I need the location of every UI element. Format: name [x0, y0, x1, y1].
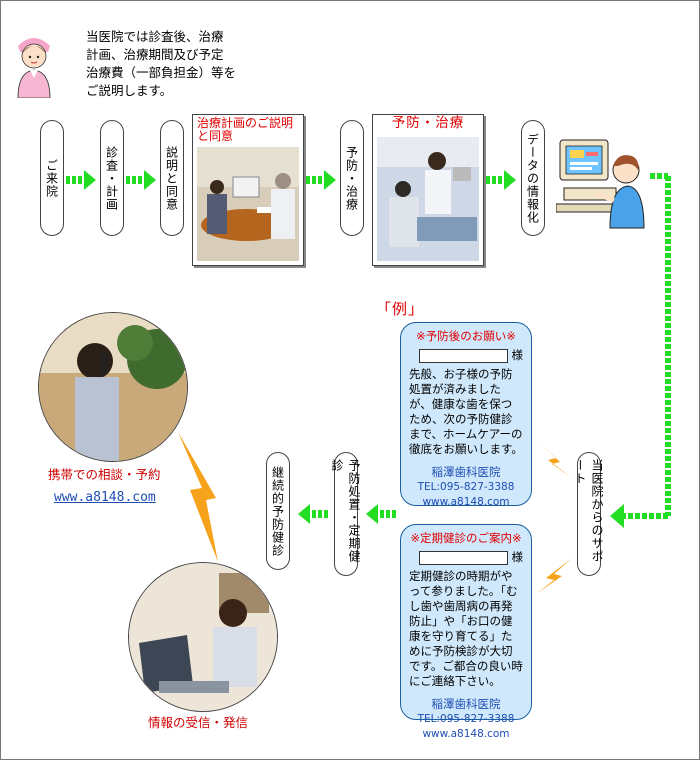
card1-title: ※予防後のお願い※ — [416, 329, 516, 343]
computer-user-icon — [556, 139, 645, 229]
treatment-photo — [377, 137, 479, 261]
arrow-right-icon — [306, 170, 336, 190]
card1-body: 先般、お子様の予防処置が済みましたが、健康な歯を保つため、次の予防健診まで、ホー… — [409, 367, 523, 456]
arrow-left-icon — [366, 504, 396, 524]
step-support: 当医院からのサポート — [573, 452, 604, 576]
phone-label: 携帯での相談・予約 — [48, 467, 161, 482]
phone-consultation-photo — [38, 312, 188, 462]
lightning-icon — [536, 558, 572, 594]
site-link[interactable]: www.a8148.com — [54, 490, 156, 505]
step-followup: 予防処置・定期健診 — [330, 452, 361, 576]
arrow-right-icon — [66, 170, 96, 190]
step-treat: 予防・治療 — [340, 120, 364, 236]
photo-plan-explanation: 治療計画のご説明と同意 — [192, 114, 304, 266]
flow-connector-line — [610, 173, 671, 528]
step-continue: 継続的予防健診 — [266, 452, 290, 570]
info-label: 情報の受信・発信 — [148, 715, 249, 730]
arrow-right-icon — [126, 170, 156, 190]
nurse-avatar-icon — [17, 38, 51, 98]
lightning-icon — [536, 440, 572, 478]
intro-text: 当医院では診査後、治療 計画、治療期間及び予定 治療費（一部負担金）等を ご説明… — [86, 29, 237, 98]
step-visit: ご来院 — [40, 120, 64, 236]
step-exam: 診査・計画 — [100, 120, 124, 236]
step-explain: 説明と同意 — [160, 120, 184, 236]
step-data: データの情報化 — [521, 120, 545, 236]
plan-caption: 治療計画のご説明と同意 — [197, 116, 294, 143]
treat-caption: 予防・治療 — [391, 115, 465, 131]
card2-title: ※定期健診のご案内※ — [410, 531, 522, 545]
card2-body: 定期健診の時期がやって参りました。「むし歯や歯周病の再発防止」や「お口の健康を守… — [409, 569, 523, 688]
card2-tel: TEL:095-827-3388 — [417, 713, 515, 725]
laptop-user-photo — [128, 562, 278, 712]
example-label: 「例」 — [376, 300, 425, 318]
card1-web: www.a8148.com — [422, 496, 510, 508]
arrow-left-icon — [298, 504, 328, 524]
lightning-icon — [178, 432, 218, 562]
card1-tel: TEL:095-827-3388 — [417, 481, 515, 493]
card2-clinic: 稲澤歯科医院 — [431, 697, 501, 711]
card-after-prevention: ※予防後のお願い※ 様 先般、お子様の予防処置が済みましたが、健康な歯を保つため… — [400, 322, 532, 508]
arrow-right-icon — [486, 170, 516, 190]
name-field-box — [419, 550, 508, 565]
card2-web: www.a8148.com — [422, 728, 510, 740]
photo-treatment: 予防・治療 — [372, 114, 484, 266]
card-checkup-notice: ※定期健診のご案内※ 様 定期健診の時期がやって参りました。「むし歯や歯周病の再… — [400, 524, 532, 740]
honorific: 様 — [511, 550, 524, 564]
card1-clinic: 稲澤歯科医院 — [431, 465, 501, 479]
honorific: 様 — [511, 348, 524, 362]
consultation-photo — [197, 147, 299, 261]
name-field-box — [419, 348, 508, 363]
